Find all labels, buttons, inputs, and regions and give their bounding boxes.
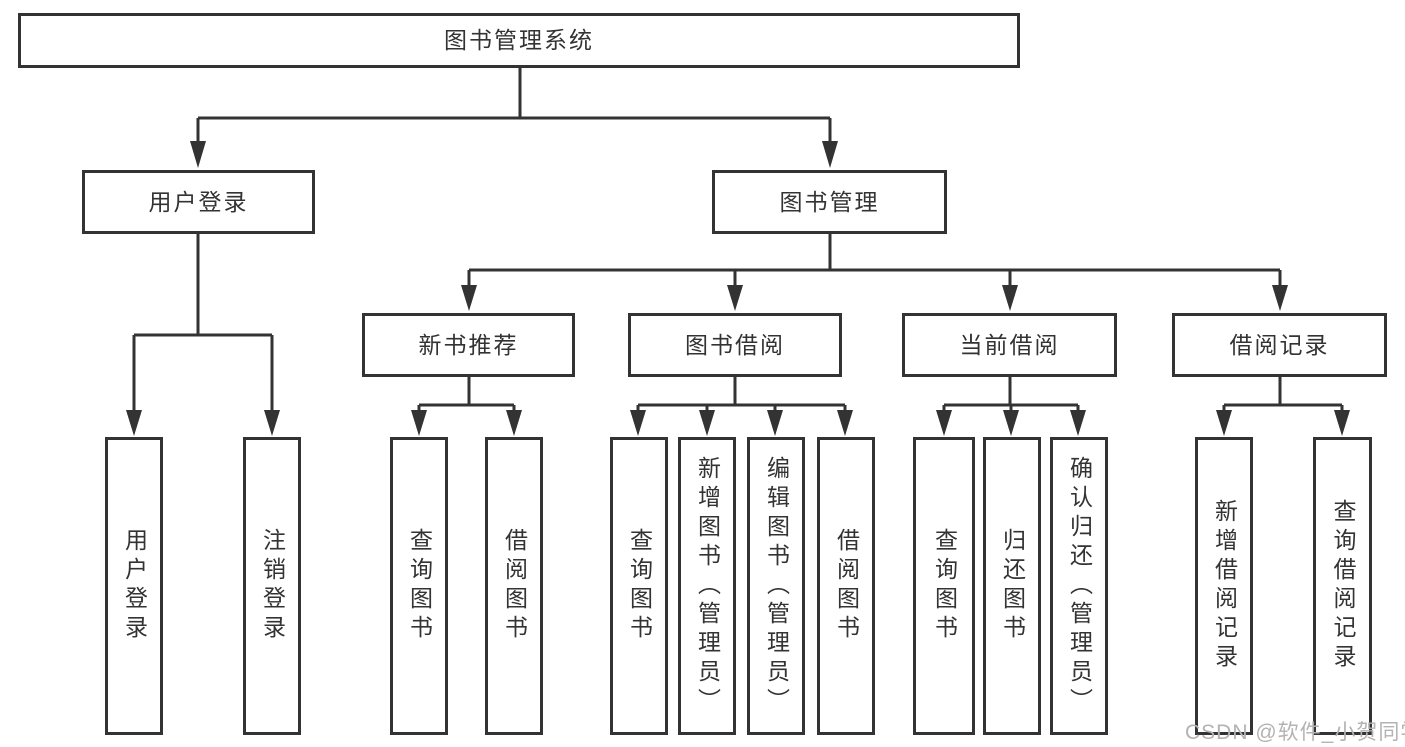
arrowhead-icon xyxy=(264,410,280,436)
leaf-query-borrow-record: 查询借阅记录 xyxy=(1313,437,1372,735)
node-current-borrowing: 当前借阅 xyxy=(902,313,1117,377)
node-new-book-recommendation: 新书推荐 xyxy=(362,313,575,377)
leaf-borrow-books: 借阅图书 xyxy=(817,437,875,735)
node-user-login: 用户登录 xyxy=(82,170,315,234)
leaf-edit-books-admin: 编辑图书（管理员） xyxy=(747,437,805,735)
leaf-borrow-books-recommend: 借阅图书 xyxy=(485,437,543,735)
leaf-add-borrow-record: 新增借阅记录 xyxy=(1195,437,1253,735)
leaf-return-books: 归还图书 xyxy=(983,437,1041,735)
arrowhead-icon xyxy=(822,141,838,168)
leaf-query-books-current: 查询图书 xyxy=(913,437,975,735)
tree-edges xyxy=(132,68,1344,412)
arrowhead-icon xyxy=(936,410,952,436)
node-book-management: 图书管理 xyxy=(712,170,947,234)
arrowhead-icon xyxy=(699,410,715,436)
leaf-query-books-borrow: 查询图书 xyxy=(610,437,668,735)
arrowhead-icon xyxy=(1334,410,1350,436)
leaf-user-login: 用户登录 xyxy=(105,437,163,735)
arrowhead-icon xyxy=(837,410,853,436)
arrowhead-icon xyxy=(630,410,646,436)
leaf-confirm-return-admin: 确认归还（管理员） xyxy=(1050,437,1108,735)
arrowhead-icon xyxy=(1003,410,1019,436)
leaf-query-books-recommend: 查询图书 xyxy=(390,437,448,735)
arrowhead-icon xyxy=(1216,410,1232,436)
arrowhead-icon xyxy=(411,410,427,436)
arrowhead-icon xyxy=(126,410,142,436)
arrowheads xyxy=(126,141,1350,436)
arrowhead-icon xyxy=(1272,285,1288,311)
arrowhead-icon xyxy=(1002,285,1018,311)
arrowhead-icon xyxy=(461,285,477,311)
arrowhead-icon xyxy=(1070,410,1086,436)
watermark: CSDN @软件_小贺同学 xyxy=(1185,721,1405,744)
arrowhead-icon xyxy=(506,410,522,436)
node-book-borrowing: 图书借阅 xyxy=(628,313,842,377)
arrowhead-icon xyxy=(767,410,783,436)
leaf-logout: 注销登录 xyxy=(243,437,301,735)
node-borrowing-records: 借阅记录 xyxy=(1172,313,1387,377)
node-root-system: 图书管理系统 xyxy=(18,13,1020,68)
arrowhead-icon xyxy=(190,141,206,168)
leaf-add-books-admin: 新增图书（管理员） xyxy=(678,437,736,735)
arrowhead-icon xyxy=(727,285,743,311)
